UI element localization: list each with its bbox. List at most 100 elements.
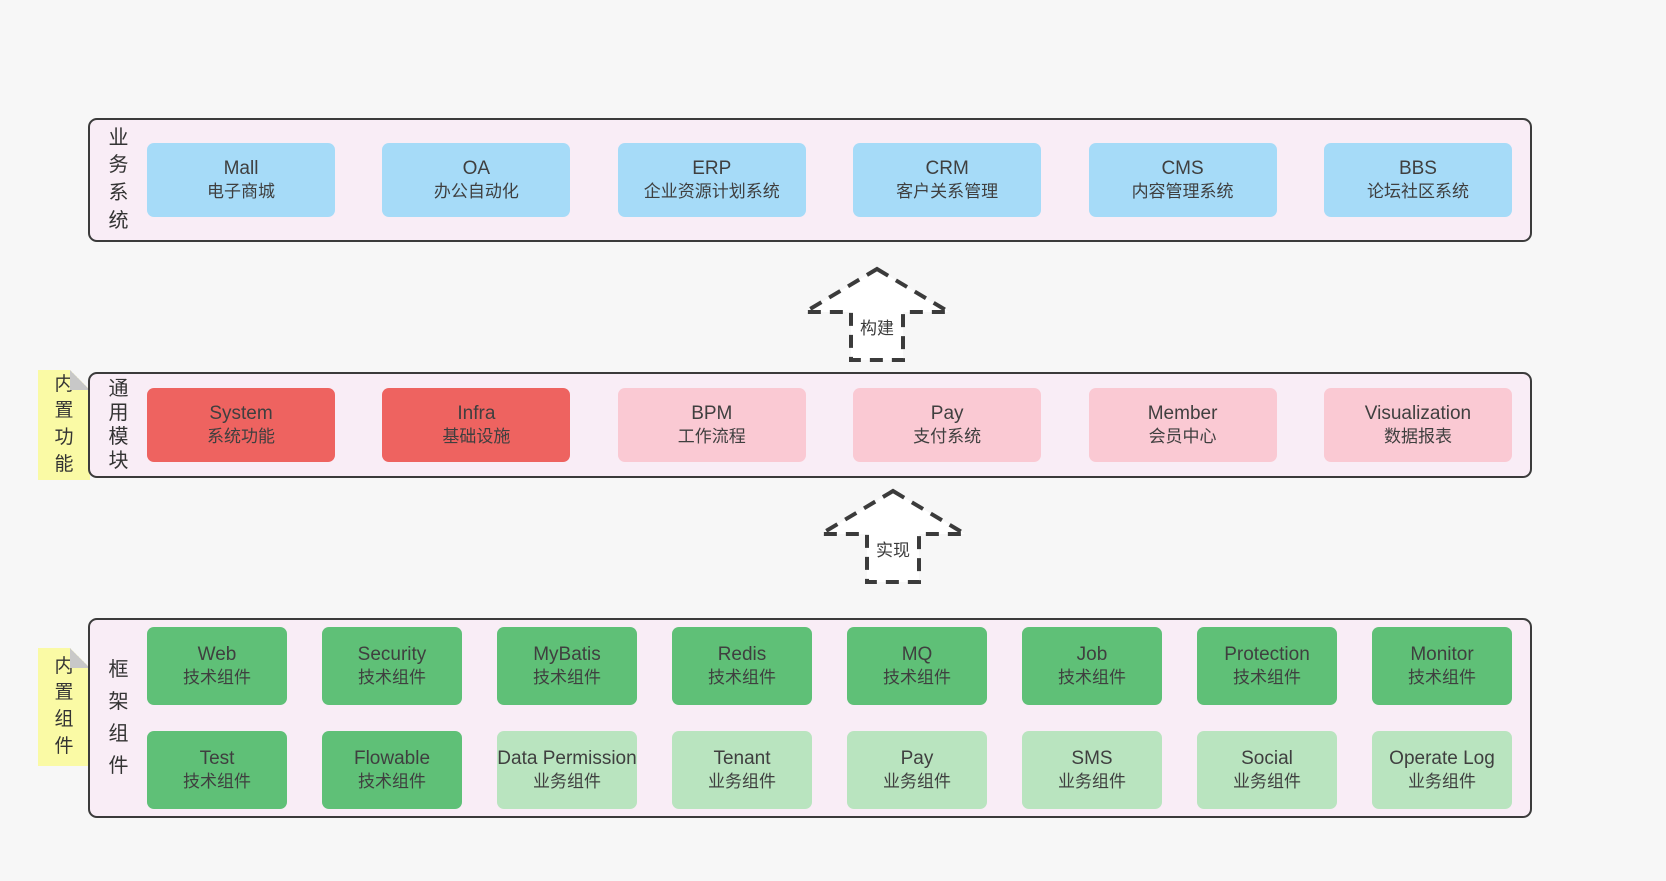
implement-arrow-label-text: 实现 bbox=[874, 541, 912, 560]
box-subtitle: 办公自动化 bbox=[433, 182, 519, 202]
box-visualization: Visualization 数据报表 bbox=[1323, 388, 1512, 462]
box-subtitle: 客户关系管理 bbox=[896, 182, 999, 202]
band-side-label-wrap: 业务系统 bbox=[90, 120, 147, 240]
implement-arrow-label: 实现 bbox=[816, 536, 970, 561]
box-infra: Infra 基础设施 bbox=[382, 388, 571, 462]
box-title: CMS bbox=[1161, 157, 1204, 179]
box-protection: Protection 技术组件 bbox=[1197, 627, 1337, 705]
box-operate-log: Operate Log 业务组件 bbox=[1372, 731, 1512, 809]
box-title: Web bbox=[197, 643, 237, 665]
box-test: Test 技术组件 bbox=[147, 731, 287, 809]
box-title: Infra bbox=[457, 402, 496, 424]
dashed-up-arrow-icon bbox=[816, 488, 970, 584]
box-tenant: Tenant 业务组件 bbox=[672, 731, 812, 809]
box-title: Security bbox=[357, 643, 427, 665]
business-systems-side-label: 业务系统 bbox=[108, 126, 129, 232]
box-crm: CRM 客户关系管理 bbox=[853, 143, 1042, 217]
box-title: Monitor bbox=[1410, 643, 1474, 665]
box-title: CRM bbox=[925, 157, 969, 179]
sticky-note-builtin-features: 内置功能 bbox=[38, 370, 90, 480]
module-boxes-row: System 系统功能 Infra 基础设施 BPM 工作流程 Pay 支付系统 Member 会… bbox=[147, 374, 1530, 476]
box-subtitle: 系统功能 bbox=[207, 427, 275, 447]
folded-corner-icon bbox=[70, 370, 90, 390]
box-mall: Mall 电子商城 bbox=[147, 143, 335, 217]
band-side-label-wrap: 通用模块 bbox=[90, 374, 147, 476]
box-subtitle: 技术组件 bbox=[358, 668, 426, 688]
box-title: Flowable bbox=[353, 747, 431, 769]
box-subtitle: 支付系统 bbox=[913, 427, 982, 447]
build-arrow-label-text: 构建 bbox=[858, 319, 896, 338]
box-subtitle: 基础设施 bbox=[442, 427, 511, 447]
box-subtitle: 业务组件 bbox=[883, 772, 951, 792]
box-subtitle: 企业资源计划系统 bbox=[643, 182, 780, 202]
box-title: MQ bbox=[901, 643, 933, 665]
box-title: Protection bbox=[1224, 643, 1310, 665]
folded-corner-icon bbox=[70, 648, 90, 668]
box-title: Test bbox=[199, 747, 235, 769]
box-subtitle: 业务组件 bbox=[1408, 772, 1476, 792]
box-title: Visualization bbox=[1364, 402, 1472, 424]
box-subtitle: 技术组件 bbox=[1058, 668, 1126, 688]
common-modules-side-label: 通用模块 bbox=[108, 378, 129, 472]
box-subtitle: 业务组件 bbox=[708, 772, 776, 792]
box-bbs: BBS 论坛社区系统 bbox=[1323, 143, 1512, 217]
box-title: ERP bbox=[692, 157, 732, 179]
box-subtitle: 业务组件 bbox=[533, 772, 601, 792]
build-arrow-label: 构建 bbox=[800, 314, 954, 339]
box-title: MyBatis bbox=[533, 643, 601, 665]
box-data-permission: Data Permission 业务组件 bbox=[497, 731, 637, 809]
box-title: Operate Log bbox=[1389, 747, 1495, 769]
box-security: Security 技术组件 bbox=[322, 627, 462, 705]
box-title: BBS bbox=[1398, 157, 1437, 179]
box-subtitle: 技术组件 bbox=[533, 668, 601, 688]
box-title: Mall bbox=[223, 157, 259, 179]
box-job: Job 技术组件 bbox=[1022, 627, 1162, 705]
box-cms: CMS 内容管理系统 bbox=[1088, 143, 1277, 217]
dashed-up-arrow-icon bbox=[800, 266, 954, 362]
box-member: Member 会员中心 bbox=[1088, 388, 1277, 462]
implement-arrow: 实现 bbox=[816, 488, 970, 588]
box-mybatis: MyBatis 技术组件 bbox=[497, 627, 637, 705]
box-title: Member bbox=[1147, 402, 1218, 424]
box-subtitle: 技术组件 bbox=[183, 772, 251, 792]
box-subtitle: 业务组件 bbox=[1233, 772, 1301, 792]
box-subtitle: 会员中心 bbox=[1148, 427, 1217, 447]
sticky-label-builtin-components: 内置组件 bbox=[54, 655, 74, 757]
box-pay: Pay 支付系统 bbox=[853, 388, 1042, 462]
box-web: Web 技术组件 bbox=[147, 627, 287, 705]
build-arrow: 构建 bbox=[800, 266, 954, 366]
box-title: Tenant bbox=[713, 747, 771, 769]
framework-components-side-label: 框架组件 bbox=[108, 659, 129, 777]
box-oa: OA 办公自动化 bbox=[382, 143, 571, 217]
box-subtitle: 技术组件 bbox=[1233, 668, 1301, 688]
box-subtitle: 技术组件 bbox=[708, 668, 776, 688]
box-subtitle: 工作流程 bbox=[677, 427, 746, 447]
box-mq: MQ 技术组件 bbox=[847, 627, 987, 705]
box-subtitle: 数据报表 bbox=[1383, 427, 1452, 447]
box-subtitle: 论坛社区系统 bbox=[1366, 182, 1469, 202]
box-title: Pay bbox=[930, 402, 964, 424]
box-title: Job bbox=[1076, 643, 1108, 665]
business-systems-band: 业务系统 Mall 电子商城 OA 办公自动化 ERP 企业资源计划系统 CRM 客户关系管理… bbox=[88, 118, 1532, 242]
box-title: OA bbox=[462, 157, 491, 179]
box-title: BPM bbox=[691, 402, 733, 424]
sticky-note-builtin-components: 内置组件 bbox=[38, 648, 90, 766]
box-subtitle: 电子商城 bbox=[207, 182, 275, 202]
box-subtitle: 技术组件 bbox=[1408, 668, 1476, 688]
box-title: Data Permission bbox=[497, 747, 637, 769]
box-subtitle: 技术组件 bbox=[183, 668, 251, 688]
box-title: System bbox=[209, 402, 273, 424]
box-subtitle: 内容管理系统 bbox=[1131, 182, 1234, 202]
box-system: System 系统功能 bbox=[147, 388, 335, 462]
band-side-label-wrap: 框架组件 bbox=[90, 620, 147, 816]
box-subtitle: 技术组件 bbox=[883, 668, 951, 688]
box-monitor: Monitor 技术组件 bbox=[1372, 627, 1512, 705]
